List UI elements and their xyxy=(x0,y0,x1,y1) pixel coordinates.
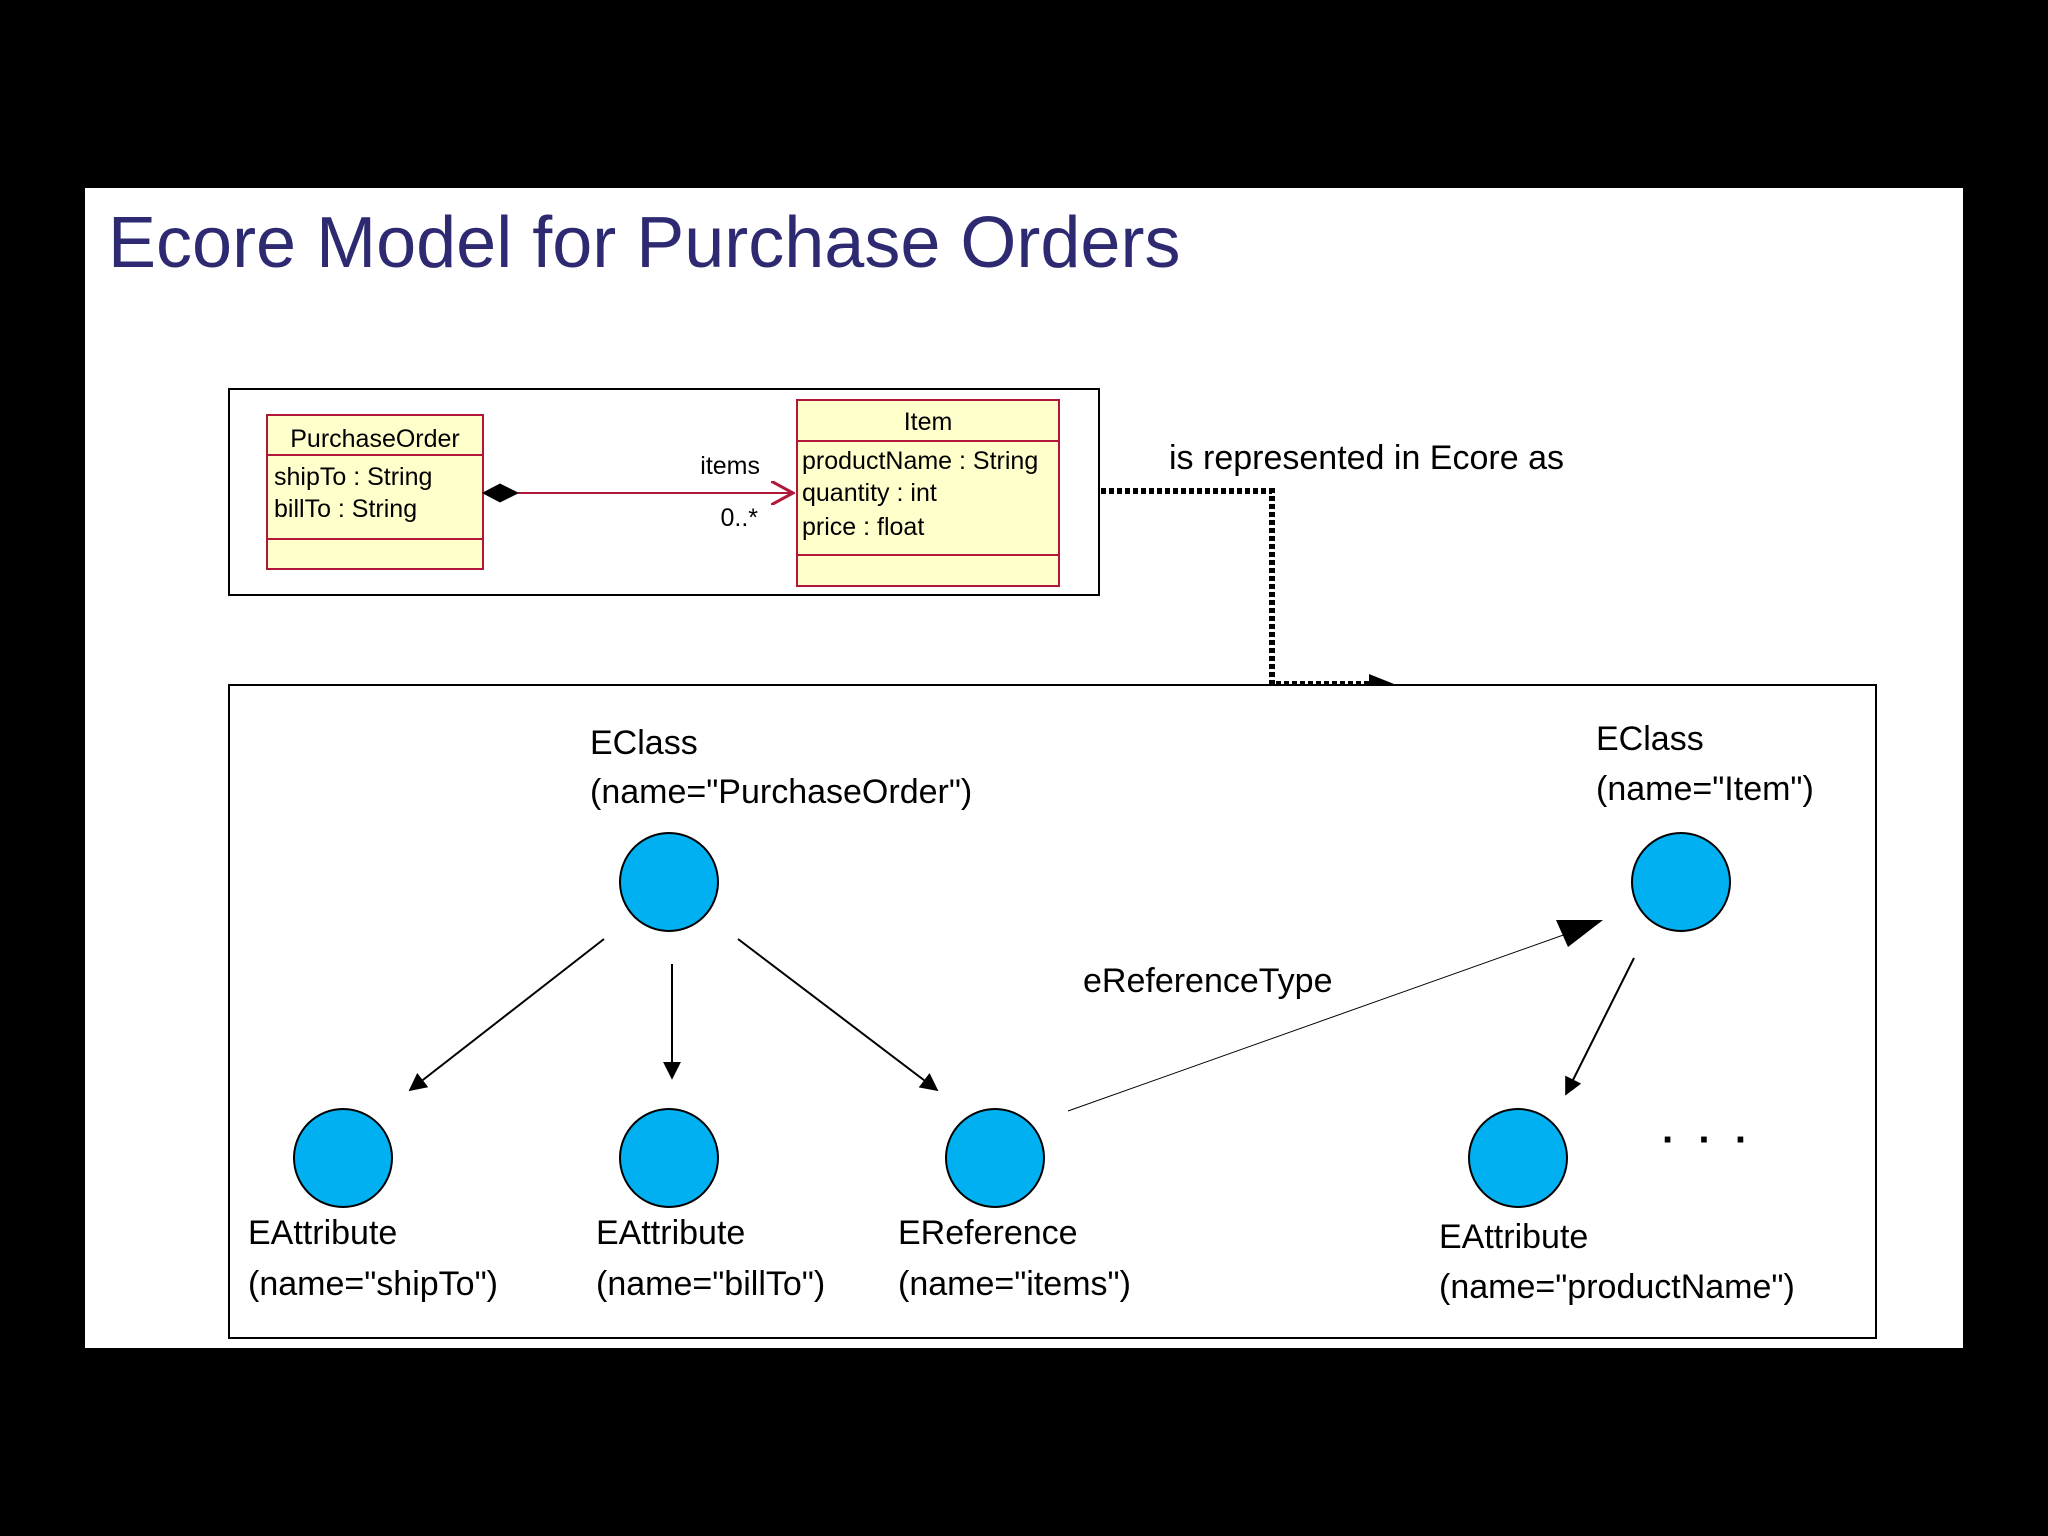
label-ereferencetype: eReferenceType xyxy=(1083,962,1333,1000)
ecore-diagram: EClass (name="PurchaseOrder") EClass (na… xyxy=(228,684,1877,1339)
purchaseorder-attr-billto: billTo : String xyxy=(274,495,417,523)
label-attr-shipto-type: EAttribute xyxy=(248,1214,397,1252)
label-eclass-item-type: EClass xyxy=(1596,720,1704,758)
edge-po-items xyxy=(737,938,939,1092)
purchaseorder-box xyxy=(266,414,484,570)
item-attr-productname: productName : String xyxy=(802,447,1038,475)
label-eclass-po-name: (name="PurchaseOrder") xyxy=(590,773,972,811)
ecore-frame xyxy=(228,684,1877,1339)
node-eattribute-billto xyxy=(619,1108,719,1208)
purchaseorder-attr-shipto: shipTo : String xyxy=(274,463,432,491)
label-attr-productname-name: (name="productName") xyxy=(1439,1268,1795,1306)
label-attr-billto-name: (name="billTo") xyxy=(596,1265,825,1303)
label-attr-productname-type: EAttribute xyxy=(1439,1218,1588,1256)
association-multiplicity: 0..* xyxy=(720,504,758,532)
node-eattribute-shipto xyxy=(293,1108,393,1208)
uml-class-item: Item productName : String quantity : int… xyxy=(796,399,1060,587)
uml-class-purchaseorder: PurchaseOrder shipTo : String billTo : S… xyxy=(266,414,484,570)
ellipsis: · · · xyxy=(1662,1118,1754,1162)
representation-arrow: is represented in Ecore as xyxy=(1101,439,1564,697)
item-name: Item xyxy=(904,408,953,436)
node-eclass-item xyxy=(1631,832,1731,932)
edge-ereferencetype xyxy=(1067,921,1601,1112)
label-ref-items-name: (name="items") xyxy=(898,1265,1131,1303)
edge-po-shipto xyxy=(408,938,605,1092)
label-eclass-item-name: (name="Item") xyxy=(1596,770,1814,808)
label-ref-items-type: EReference xyxy=(898,1214,1078,1252)
node-eclass-purchaseorder xyxy=(619,832,719,932)
representation-path xyxy=(1101,488,1375,687)
label-attr-shipto-name: (name="shipTo") xyxy=(248,1265,498,1303)
node-ereference-items xyxy=(945,1108,1045,1208)
uml-diagram: PurchaseOrder shipTo : String billTo : S… xyxy=(228,388,1100,596)
representation-label: is represented in Ecore as xyxy=(1169,439,1564,477)
purchaseorder-name: PurchaseOrder xyxy=(290,425,460,453)
uml-association-items: items 0..* xyxy=(481,452,793,532)
association-role: items xyxy=(700,452,760,480)
ereferencetype-arrowhead xyxy=(1556,920,1603,947)
node-eattribute-productname xyxy=(1468,1108,1568,1208)
label-attr-billto-type: EAttribute xyxy=(596,1214,745,1252)
label-eclass-po-type: EClass xyxy=(590,724,698,762)
slide-title: Ecore Model for Purchase Orders xyxy=(108,203,1181,283)
item-attr-price: price : float xyxy=(802,513,924,541)
composition-diamond xyxy=(481,483,520,503)
edge-item-productname xyxy=(1565,957,1635,1096)
item-attr-quantity: quantity : int xyxy=(802,479,937,507)
